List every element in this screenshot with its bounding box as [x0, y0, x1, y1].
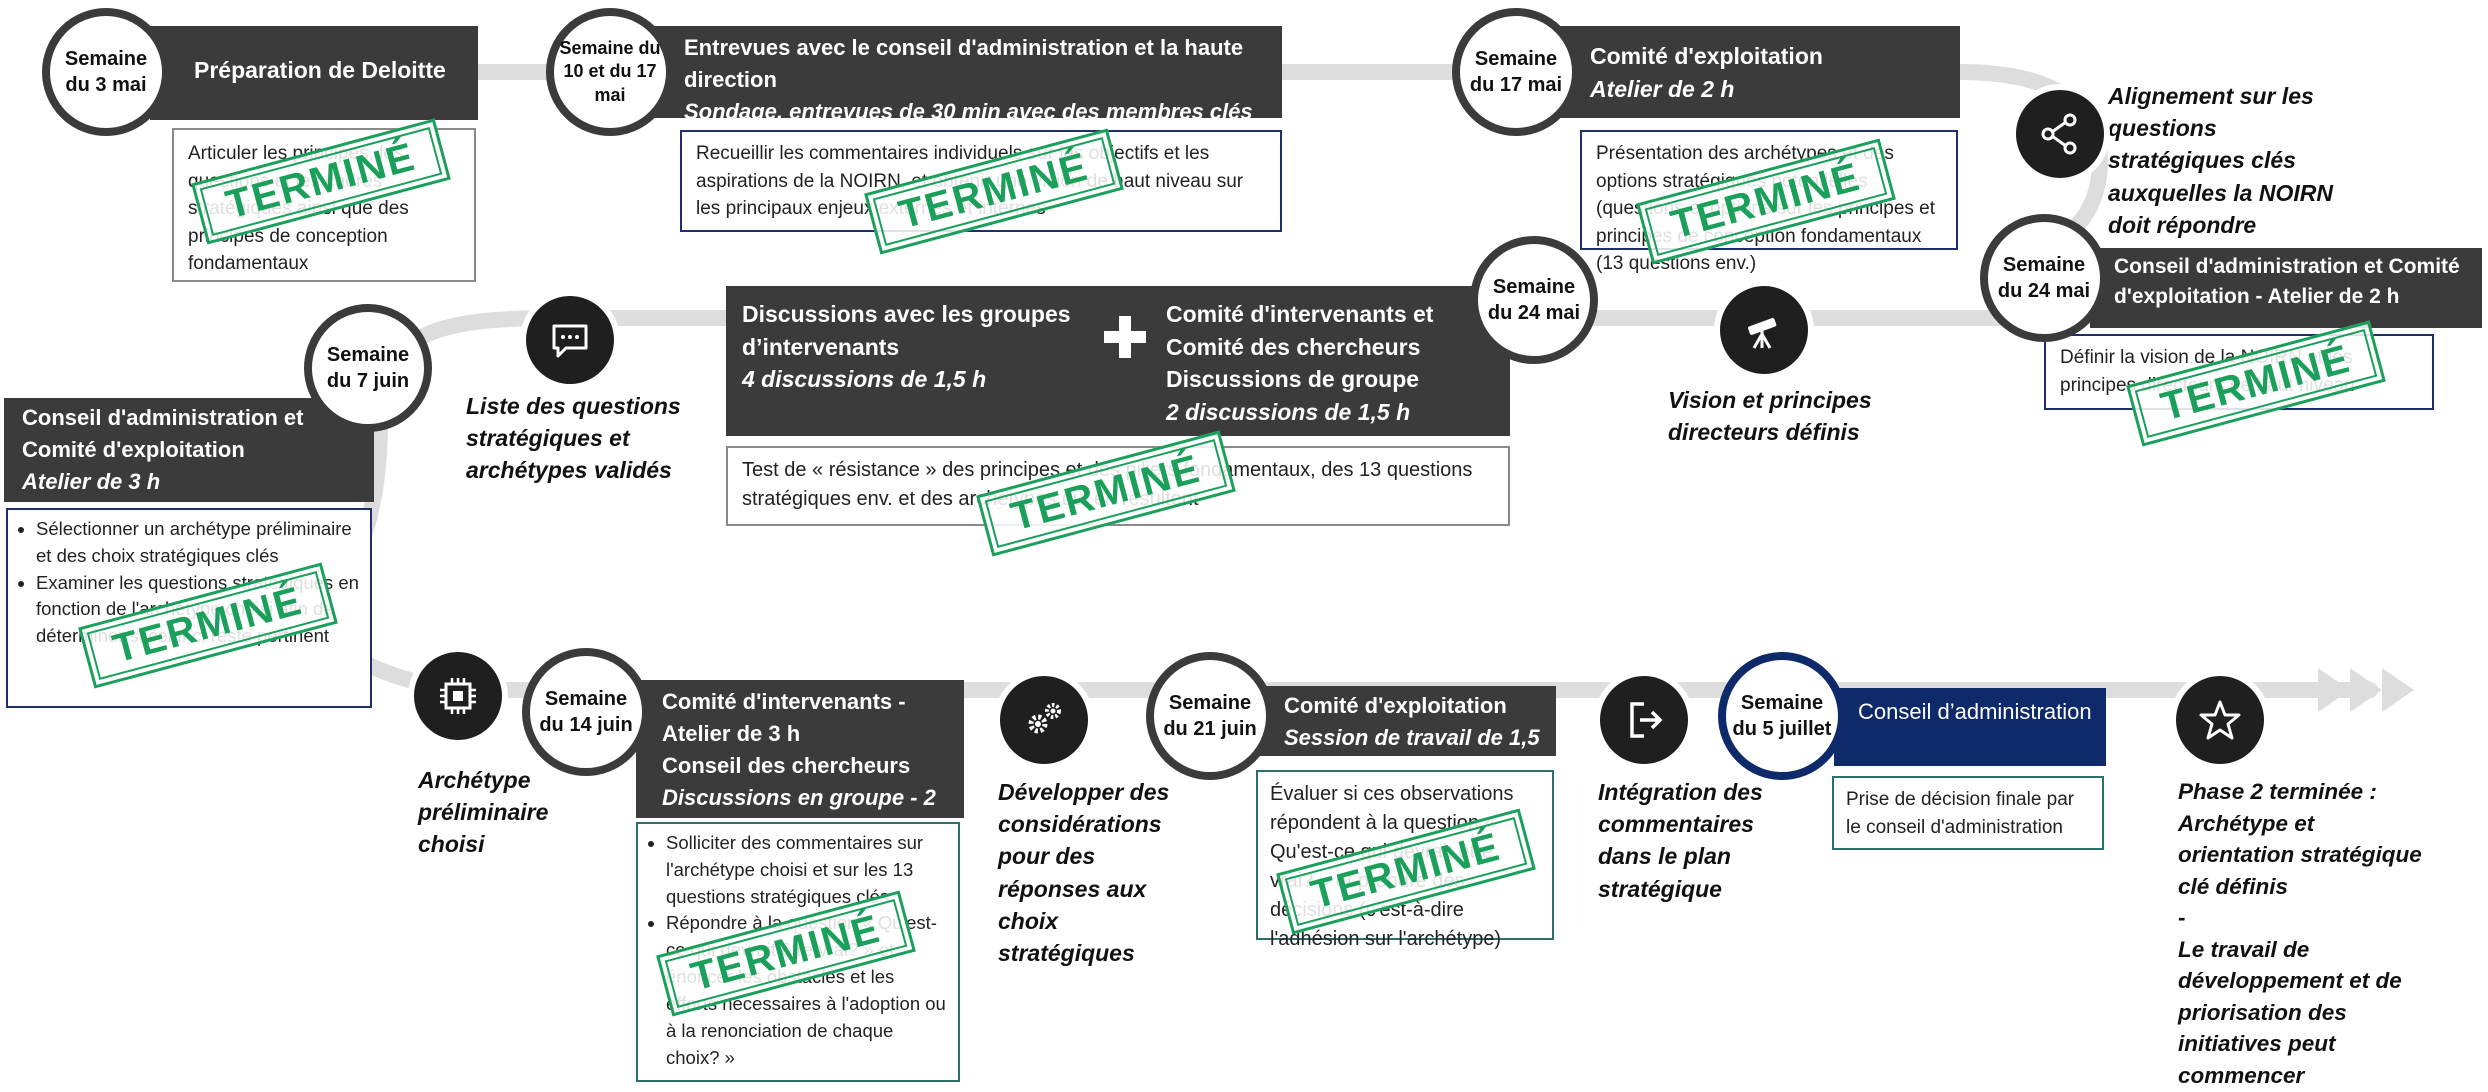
timeline-arrow-2: [2350, 668, 2382, 712]
discussions-groups-block: Discussions avec les groupes d’intervena…: [742, 298, 1088, 396]
share-icon: [2010, 84, 2110, 184]
vision-label: Vision et principes directeurs définis: [1668, 387, 1872, 446]
exit-door-icon: [1594, 670, 1694, 770]
gears-icon: [994, 670, 1094, 770]
chip-icon: [408, 646, 508, 746]
telescope-icon-glyph: [1748, 318, 1777, 349]
milestone-circle-week-24-may-board: Semaine du 24 mai: [1980, 214, 2108, 342]
final-next-line: Le travail de développement et de priori…: [2178, 936, 2402, 1088]
milestone-circle-week-17-may: Semaine du 17 mai: [1452, 8, 1580, 136]
milestone-header-stakeholder-discussions: [726, 286, 1510, 436]
milestone-subtitle: Discussions en groupe - 2: [662, 784, 936, 810]
milestone-circle-week-7-june: Semaine du 7 juin: [304, 304, 432, 432]
final-outcome-label: Phase 2 terminée : Archétype et orientat…: [2178, 776, 2424, 1091]
milestone-header-interviews: Entrevues avec le conseil d'administrati…: [654, 26, 1282, 124]
discussions-groups-subtitle: 4 discussions de 1,5 h: [742, 366, 987, 393]
discussions-groups-title: Discussions avec les groupes d’intervena…: [742, 301, 1071, 360]
chat-bubble-icon-glyph: [552, 324, 588, 358]
timeline-arrow-1: [2318, 668, 2350, 712]
milestone-circle-week-14-june: Semaine du 14 juin: [522, 648, 650, 776]
milestone-header-deloitte: Préparation de Deloitte: [150, 26, 478, 120]
milestone-title: Comité d'exploitation: [1284, 693, 1507, 718]
milestone-title: Conseil d’administration: [1858, 699, 2092, 724]
milestone-title: Conseil d'administration et Comité d'exp…: [22, 405, 304, 462]
committee-discussions-subtitle: 2 discussions de 1,5 h: [1166, 398, 1411, 425]
milestone-title: Comité d'exploitation: [1590, 43, 1823, 69]
milestone-header-board-decision: Conseil d’administration: [1834, 688, 2106, 766]
milestone-header-stakeholders-workshop: Comité d'intervenants - Atelier de 3 h Co…: [636, 680, 964, 818]
milestone-subtitle: Atelier de 2 h: [1590, 76, 1735, 103]
milestone-title: Entrevues avec le conseil d'administrati…: [684, 35, 1244, 92]
telescope-icon: [1714, 280, 1814, 380]
milestone-circle-week-3-may: Semaine du 3 mai: [42, 8, 170, 136]
chip-icon-glyph: [440, 678, 476, 714]
list-item: Sélectionner un archétype préliminaire e…: [36, 516, 362, 570]
chip-label: Archétype préliminaire choisi: [418, 767, 549, 858]
milestone-header-board-exploitation: Conseil d'administration et Comité d'exp…: [2090, 248, 2482, 328]
star-icon-glyph: [2199, 700, 2241, 740]
integration-label: Intégration des commentaires dans le pla…: [1598, 779, 1763, 902]
final-phase-line: Phase 2 terminée : Archétype et orientat…: [2178, 779, 2422, 899]
star-icon: [2170, 670, 2270, 770]
milestone-subtitle: Session de travail de 1,5: [1284, 724, 1540, 750]
timeline-arrow-3: [2382, 668, 2414, 712]
milestone-title: Comité d'intervenants - Atelier de 3 h: [662, 689, 906, 746]
plus-icon: [1104, 316, 1146, 358]
milestone-circle-week-10-17-may: Semaine du 10 et du 17 mai: [546, 8, 674, 136]
committee-discussions-block: Comité d'intervenants et Comité des cher…: [1166, 298, 1486, 429]
exit-door-icon-glyph: [1630, 702, 1663, 738]
milestone-circle-week-5-july: Semaine du 5 juillet: [1718, 652, 1846, 780]
milestone-header-board-workshop: Conseil d'administration et Comité d'exp…: [4, 398, 374, 502]
milestone-subtitle: Atelier de 3 h: [22, 468, 161, 494]
committee-discussions-title: Comité d'intervenants et Comité des cher…: [1166, 301, 1434, 393]
alignment-label: Alignement sur les questions stratégique…: [2108, 83, 2333, 238]
milestone-circle-week-21-june: Semaine du 21 juin: [1146, 652, 1274, 780]
milestone-subtitle: Sondage, entrevues de 30 min avec des me…: [684, 98, 1253, 124]
milestone-description: Prise de décision finale par le conseil …: [1832, 776, 2104, 850]
milestone-title: Préparation de Deloitte: [194, 57, 446, 83]
questions-label: Liste des questions stratégiques et arch…: [466, 393, 681, 484]
list-item: Solliciter des commentaires sur l'archét…: [666, 830, 950, 910]
chat-bubble-icon: [520, 290, 620, 390]
gears-icon-glyph: [1028, 703, 1061, 734]
gears-label: Développer des considérations pour des r…: [998, 779, 1170, 966]
milestone-circle-week-24-may-groups: Semaine du 24 mai: [1470, 236, 1598, 364]
share-icon-glyph: [2041, 113, 2077, 155]
milestone-title: Conseil d'administration et Comité d'exp…: [2114, 255, 2460, 309]
final-dash: -: [2178, 905, 2186, 930]
milestone-title-2: Conseil des chercheurs: [662, 752, 911, 778]
